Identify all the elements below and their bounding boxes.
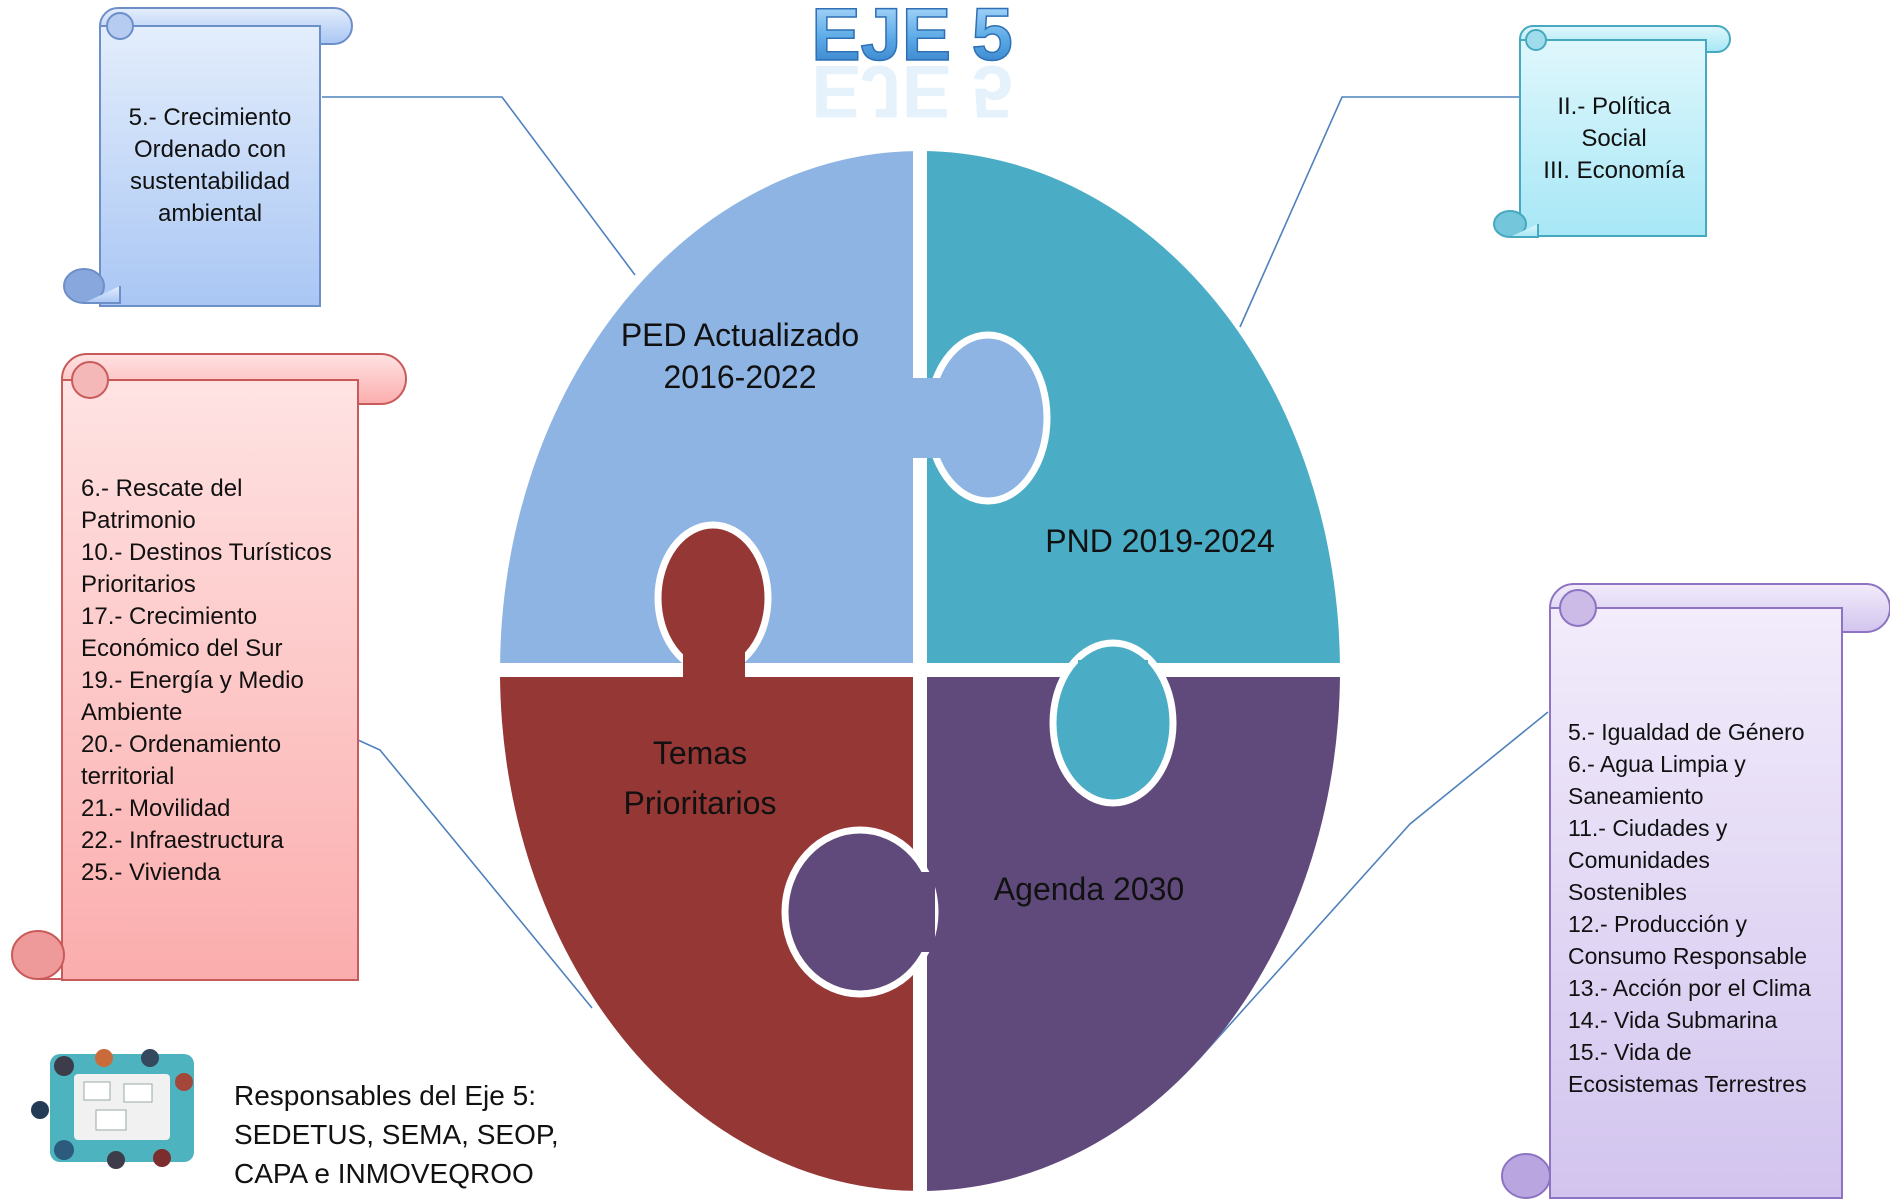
scroll-agenda-line: Comunidades (1568, 847, 1710, 873)
label-temas-line2: Prioritarios (623, 785, 777, 821)
label-agenda: Agenda 2030 (964, 868, 1214, 910)
puzzle-oval (500, 151, 1340, 1191)
scroll-agenda-text: 5.- Igualdad de Género 6.- Agua Limpia y… (1568, 716, 1811, 1100)
scroll-agenda-line: Saneamiento (1568, 783, 1704, 809)
scroll-agenda-line: 15.- Vida de (1568, 1039, 1692, 1065)
scroll-agenda (1501, 583, 1890, 1199)
diagram-title-reflection: EJE 5 (811, 50, 1013, 133)
team-meeting-icon (31, 1049, 194, 1169)
scroll-temas-line: 25.- Vivienda (81, 859, 221, 886)
connector-pnd (1239, 96, 1520, 328)
label-temas: Temas Prioritarios (580, 728, 820, 828)
scroll-temas-line: territorial (81, 763, 175, 790)
responsables-line: CAPA e INMOVEQROO (234, 1158, 534, 1189)
knob-pnd-into-agenda (1049, 639, 1177, 807)
scroll-temas-line: Prioritarios (81, 571, 196, 598)
scroll-ped-line: Ordenado con (133, 136, 287, 163)
scroll-pnd (1493, 25, 1731, 238)
scroll-agenda-line: Consumo Responsable (1568, 943, 1808, 969)
knob-ped-into-pnd (905, 331, 1051, 505)
scroll-agenda-line: 5.- Igualdad de Género (1568, 719, 1805, 745)
scroll-temas-line: 17.- Crecimiento (81, 603, 258, 630)
connector-temas (357, 739, 593, 1009)
label-ped-line1: PED Actualizado (620, 317, 860, 353)
knob-temas-into-ped (654, 521, 772, 680)
scroll-agenda-line: 6.- Agua Limpia y (1568, 751, 1746, 777)
scroll-temas-text: 6.- Rescate del Patrimonio 10.- Destinos… (81, 473, 332, 889)
scroll-temas-line: 10.- Destinos Turísticos (81, 539, 332, 566)
scroll-temas-line: 19.- Energía y Medio (81, 667, 304, 694)
connector-lines (322, 96, 1549, 1061)
knob-agenda-into-temas (781, 826, 939, 998)
scroll-agenda-line: 13.- Acción por el Clima (1568, 975, 1811, 1001)
scroll-agenda-line: Sostenibles (1568, 879, 1687, 905)
responsables-line: Responsables del Eje 5: (234, 1080, 536, 1111)
scroll-temas-line: Ambiente (81, 699, 183, 726)
scroll-ped-line: 5.- Crecimiento (128, 104, 292, 131)
scroll-temas-line: Patrimonio (81, 507, 196, 534)
scroll-pnd-text: II.- Política Social III. Economía (1524, 91, 1704, 187)
scroll-temas-line: Económico del Sur (81, 635, 283, 662)
scroll-agenda-line: Ecosistemas Terrestres (1568, 1071, 1807, 1097)
scroll-pnd-line: III. Economía (1543, 157, 1685, 184)
label-ped-line2: 2016-2022 (663, 359, 817, 395)
diagram-title: EJE 5 (811, 0, 1013, 76)
responsables-text: Responsables del Eje 5: SEDETUS, SEMA, S… (234, 1076, 559, 1193)
scroll-temas (11, 353, 407, 981)
scroll-ped-line: sustentabilidad (129, 168, 291, 195)
scroll-agenda-line: 11.- Ciudades y (1568, 815, 1728, 841)
label-agenda-text: Agenda 2030 (993, 871, 1185, 907)
scroll-ped-line: ambiental (157, 200, 263, 227)
scroll-agenda-line: 14.- Vida Submarina (1568, 1007, 1778, 1033)
label-temas-line1: Temas (652, 735, 748, 771)
label-ped: PED Actualizado 2016-2022 (600, 314, 880, 398)
connector-agenda (1197, 711, 1549, 1061)
responsables-line: SEDETUS, SEMA, SEOP, (234, 1119, 559, 1150)
connector-ped (322, 96, 636, 276)
scroll-ped-text: 5.- Crecimiento Ordenado con sustentabil… (110, 102, 310, 230)
label-pnd: PND 2019-2024 (1020, 520, 1300, 562)
label-pnd-text: PND 2019-2024 (1045, 523, 1275, 559)
scroll-temas-line: 21.- Movilidad (81, 795, 231, 822)
scroll-temas-line: 20.- Ordenamiento (81, 731, 282, 758)
scroll-temas-line: 6.- Rescate del (81, 475, 243, 502)
scroll-temas-line: 22.- Infraestructura (81, 827, 284, 854)
scroll-pnd-line: II.- Política (1557, 93, 1671, 120)
scroll-ped (63, 7, 353, 307)
scroll-pnd-line: Social (1581, 125, 1647, 152)
scroll-agenda-line: 12.- Producción y (1568, 911, 1747, 937)
